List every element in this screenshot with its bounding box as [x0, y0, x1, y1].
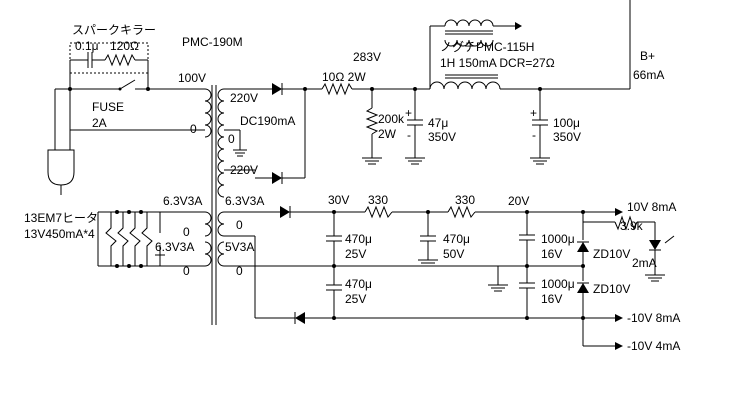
c470-c-volt-label: 25V — [345, 292, 366, 306]
negative-lv-supply: 470μ 25V 1000μ 16V ZD10V -10V 8mA -10V 4… — [294, 264, 680, 353]
heater-63v-left-label: 6.3V3A — [163, 194, 202, 208]
out-10v-label: 10V 8mA — [627, 200, 676, 214]
ht-center-zero-label: 0 — [228, 132, 235, 146]
lv-zero-1-label: 0 — [236, 218, 243, 232]
choke-spec-label: 1H 150mA DCR=27Ω — [440, 56, 555, 70]
primary-100v-label: 100V — [178, 71, 206, 85]
out-m10v-8-label: -10V 8mA — [627, 311, 680, 325]
cap-100u-volt-label: 350V — [553, 130, 581, 144]
c1000-a-label: 1000μ — [541, 232, 575, 246]
primary-zero-label: 0 — [190, 122, 197, 136]
cap-100u-label: 100μ — [553, 116, 580, 130]
cap-100u-minus: - — [532, 128, 536, 142]
cap-47u-label: 47μ — [428, 116, 448, 130]
c470-a-volt-label: 25V — [345, 247, 366, 261]
bplus-current-label: 66mA — [633, 68, 664, 82]
power-transformer: PMC-190M 100V 0 220V DC190mA 0 220V — [178, 35, 295, 325]
cap-47u-volt-label: 350V — [428, 130, 456, 144]
spark-killer-label: スパークキラー — [72, 23, 156, 37]
c1000-a-volt-label: 16V — [541, 247, 562, 261]
r-330-a-label: 330 — [368, 193, 388, 207]
spark-killer: スパークキラー 0.1μ 120Ω — [69, 23, 156, 89]
c470-a-label: 470μ — [345, 232, 372, 246]
heater-zero-left-label: 0 — [183, 225, 190, 239]
lv-windings: 6.3V3A 0 5V3A 0 — [217, 194, 295, 319]
heater-section: 13EM7ヒータ 13V450mA*4 6.3V3A 6.3V3A 0 0 — [24, 194, 212, 278]
c470-b-label: 470μ — [443, 232, 470, 246]
led-light-icon — [664, 235, 675, 244]
r-3-9k-label: 3.9k — [620, 219, 644, 233]
cap-0-1u-label: 0.1μ — [75, 39, 99, 53]
res-10-label: 10Ω 2W — [322, 70, 366, 84]
out-m10v-4-label: -10V 4mA — [627, 339, 680, 353]
lv-63v-right-label: 6.3V3A — [225, 194, 264, 208]
fuse-rating-label: 2A — [92, 116, 107, 130]
choke-model-label: ノグチPMC-115H — [440, 40, 534, 54]
transformer-model-label: PMC-190M — [182, 35, 243, 49]
bplus-label: B+ — [640, 49, 655, 63]
c470-c-label: 470μ — [345, 277, 372, 291]
cap-100u-plus: + — [530, 106, 537, 120]
v-20-label: 20V — [508, 194, 529, 208]
mains-plug-icon — [47, 149, 75, 186]
led-current-label: 2mA — [632, 256, 657, 270]
r-330-b-label: 330 — [455, 193, 475, 207]
c1000-b-volt-label: 16V — [541, 292, 562, 306]
ht-220v-top-label: 220V — [230, 91, 258, 105]
heater-63v-mid-label: 6.3V3A — [155, 240, 194, 254]
ht-rectifier: 10Ω 2W 283V 200k 2W + - 47μ 350V — [255, 50, 456, 184]
lv-zero-2-label: 0 — [236, 264, 243, 278]
heater-spec-label: 13V450mA*4 — [24, 227, 95, 241]
zd10-a-label: ZD10V — [593, 247, 630, 261]
res-200k-watt-label: 2W — [378, 127, 397, 141]
heater-tube-label: 13EM7ヒータ — [24, 211, 98, 225]
ht-220v-bot-label: 220V — [230, 163, 258, 177]
dc190ma-label: DC190mA — [240, 114, 295, 128]
lv-5v3a-label: 5V3A — [225, 240, 254, 254]
zd10-b-label: ZD10V — [593, 282, 630, 296]
cap-47u-plus: + — [405, 106, 412, 120]
choke: ノグチPMC-115H 1H 150mA DCR=27Ω — [429, 19, 630, 90]
cap-47u-minus: - — [407, 128, 411, 142]
fuse-label: FUSE — [92, 100, 124, 114]
res-120-label: 120Ω — [110, 39, 139, 53]
v-30-label: 30V — [328, 193, 349, 207]
bplus-output: B+ 66mA + - 100μ 350V — [530, 0, 664, 165]
res-200k-label: 200k — [378, 112, 405, 126]
v-283-label: 283V — [353, 50, 381, 64]
c470-b-volt-label: 50V — [443, 247, 464, 261]
positive-lv-supply: 30V 330 330 20V 10V 8mA 470μ 25V 470μ 50… — [265, 193, 676, 282]
c1000-b-label: 1000μ — [541, 277, 575, 291]
heater-zero-left2-label: 0 — [183, 264, 190, 278]
mains-input: FUSE 2A — [47, 79, 205, 195]
